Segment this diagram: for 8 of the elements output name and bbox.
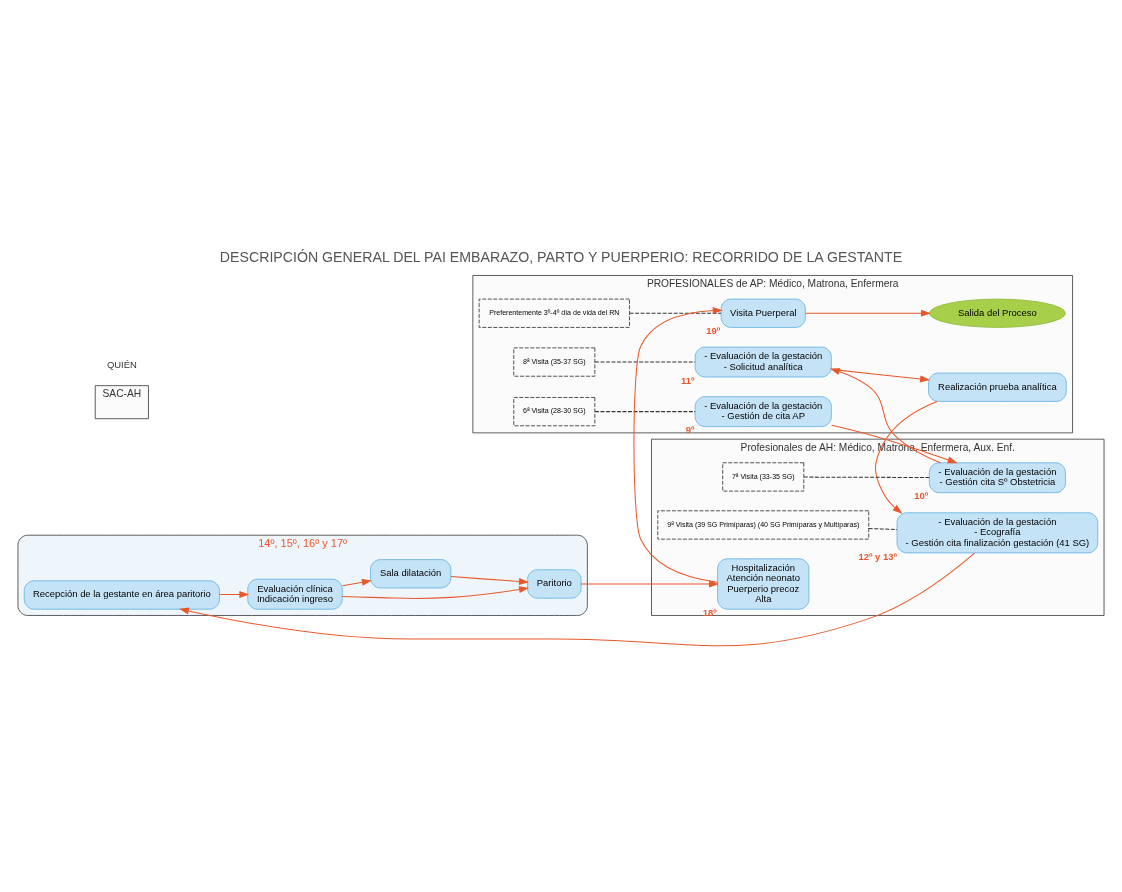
- node-label: 18º: [702, 606, 717, 618]
- label: QUIÉN: [106, 358, 137, 370]
- node-label: 12º y 13º: [858, 550, 897, 562]
- node-label: 10º: [914, 489, 929, 501]
- node-label: 19º: [706, 324, 721, 336]
- node-label: 11º: [681, 374, 695, 386]
- diagram-title: DESCRIPCIÓN GENERAL DEL PAI EMBARAZO, PARTO Y PUERPERIO: RECORRIDO DE LA GESTANTE: [219, 248, 903, 265]
- node-label: 9º: [685, 423, 695, 435]
